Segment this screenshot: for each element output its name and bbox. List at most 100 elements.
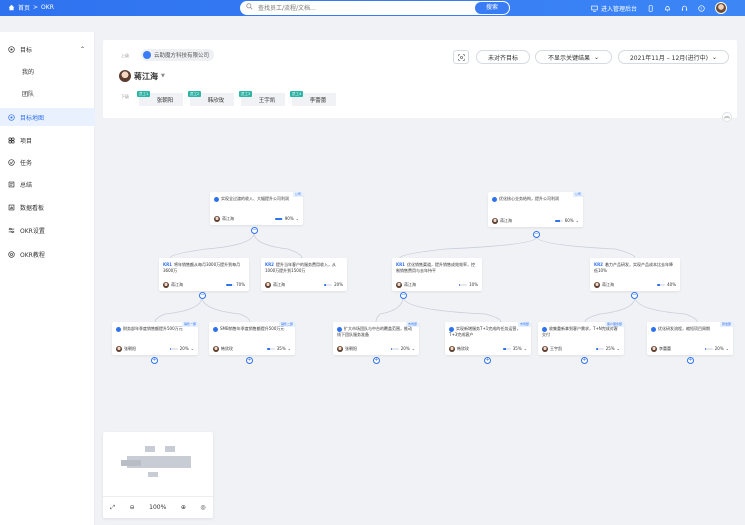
sidebar-item-label: 数据看板 — [20, 204, 45, 212]
minimap[interactable]: ⤢ ⊖ 100% ⊕ ◎ — [103, 432, 213, 518]
company-chip[interactable]: 云助魔方科技有限公司 — [141, 49, 215, 61]
owner-avatar — [119, 70, 131, 82]
chevron-down-icon[interactable]: ⌄ — [575, 218, 579, 223]
zoom-controls: ⤢ ⊖ 100% ⊕ ◎ — [103, 496, 213, 518]
top-actions: 进入管理后台 ? — [591, 2, 727, 14]
subordinate-tag: 下级 — [121, 94, 129, 99]
mobile-icon[interactable] — [647, 4, 654, 12]
sidebar-item-okr-tutorial[interactable]: OKR教程 — [0, 245, 95, 263]
fullscreen-icon[interactable]: ⤢ — [110, 503, 116, 511]
owner-avatar — [396, 281, 402, 288]
objective-title: SMB销售年季度销售额提升500万元 — [220, 326, 285, 331]
expand-node-icon[interactable]: − — [251, 227, 258, 234]
sidebar-item-label: 目标地图 — [20, 114, 45, 122]
expand-node-icon[interactable]: + — [246, 357, 253, 364]
admin-link[interactable]: 进入管理后台 — [591, 4, 637, 13]
collapse-toggle-icon[interactable]: ︽ — [722, 112, 732, 122]
project-icon — [8, 136, 15, 144]
expand-node-icon[interactable]: + — [151, 357, 158, 364]
period-select-value: 2021年11月 – 12月(进行中) — [629, 54, 708, 62]
objective-icon — [651, 326, 656, 332]
search-button[interactable]: 搜索 — [475, 2, 509, 14]
expand-node-icon[interactable]: − — [199, 292, 206, 299]
owner-selector[interactable]: 蒋江海 ▼ — [119, 70, 165, 82]
expand-node-icon[interactable]: + — [373, 357, 380, 364]
home-icon[interactable] — [8, 4, 15, 11]
objective-icon — [214, 196, 219, 202]
zoom-out-icon[interactable]: ⊖ — [129, 504, 135, 511]
progress-value: 25% — [605, 346, 615, 351]
headset-icon[interactable] — [681, 5, 688, 12]
subordinate-name: 李蕾蕾 — [309, 97, 327, 104]
sidebar-item-goals[interactable]: 目标 ⌃ — [0, 40, 95, 58]
expand-node-icon[interactable]: − — [631, 292, 638, 299]
owner-avatar — [214, 215, 220, 222]
chevron-up-icon: ⌃ — [79, 45, 85, 53]
sidebar-item-team[interactable]: 团队 — [0, 84, 95, 102]
search-input[interactable] — [258, 3, 458, 13]
sidebar-item-okr-settings[interactable]: OKR设置 — [0, 221, 95, 239]
owner-name: 蒋江海 — [602, 281, 614, 287]
sidebar-item-dashboard[interactable]: 数据看板 — [0, 198, 95, 216]
key-result-tag: KR2 — [265, 262, 274, 267]
chevron-down-icon[interactable]: ⌄ — [523, 346, 527, 351]
expand-node-icon[interactable]: − — [400, 292, 407, 299]
connector-line — [634, 296, 698, 323]
expand-node-icon[interactable]: − — [533, 231, 540, 238]
owner-avatar — [651, 345, 657, 352]
owner-name: 蒋江海 — [134, 71, 158, 81]
period-select[interactable]: 2021年11月 – 12月(进行中) ⌄ — [618, 50, 729, 64]
chevron-down-icon[interactable]: ⌄ — [616, 346, 620, 351]
help-icon[interactable]: ? — [698, 4, 705, 12]
user-avatar[interactable] — [715, 2, 727, 14]
owner-name: 韩欣玫 — [457, 345, 469, 351]
key-result-title: 优化销售渠道，提升销售成效效率，控制销售费用与去年持平 — [396, 262, 475, 273]
sidebar-item-projects[interactable]: 项目 — [0, 131, 95, 149]
breadcrumb-home[interactable]: 首页 — [18, 5, 31, 12]
sidebar-item-label: 目标 — [20, 46, 33, 54]
fit-view-button[interactable] — [453, 50, 469, 64]
expand-node-icon[interactable]: + — [687, 357, 694, 364]
zoom-in-icon[interactable]: ⊕ — [180, 504, 186, 511]
minimap-preview — [121, 446, 191, 477]
chevron-down-icon[interactable]: ⌄ — [295, 216, 299, 221]
expand-node-icon[interactable]: + — [581, 357, 588, 364]
superior-tag: 上级 — [121, 53, 129, 58]
progress-bar — [226, 283, 235, 286]
bell-icon[interactable] — [664, 5, 671, 12]
sidebar-item-mine[interactable]: 我的 — [0, 62, 95, 80]
expand-node-icon[interactable]: + — [484, 357, 491, 364]
sidebar-item-goal-map[interactable]: 目标地图 — [0, 108, 95, 126]
objective-title: 实现全过渡的收入、大幅提升公司利润 — [221, 196, 289, 201]
chevron-down-icon[interactable]: ⌄ — [190, 346, 194, 351]
owner-name: 蒋江海 — [500, 217, 512, 223]
progress-fill — [169, 347, 172, 350]
sidebar-item-tasks[interactable]: 任务 — [0, 153, 95, 171]
key-results-select[interactable]: 不显示关键结果 ⌄ — [535, 50, 612, 64]
chevron-down-icon[interactable]: ⌄ — [287, 346, 291, 351]
chevron-down-icon[interactable]: ⌄ — [725, 346, 729, 351]
chevron-down-icon[interactable]: ⌄ — [411, 346, 415, 351]
progress-value: 70% — [236, 282, 245, 287]
progress-value: 90% — [284, 216, 294, 221]
unaligned-goals-button[interactable]: 未对齐目标 — [476, 50, 530, 64]
reset-view-icon[interactable]: ◎ — [200, 504, 206, 511]
sidebar-item-summary[interactable]: 总结 — [0, 175, 95, 193]
